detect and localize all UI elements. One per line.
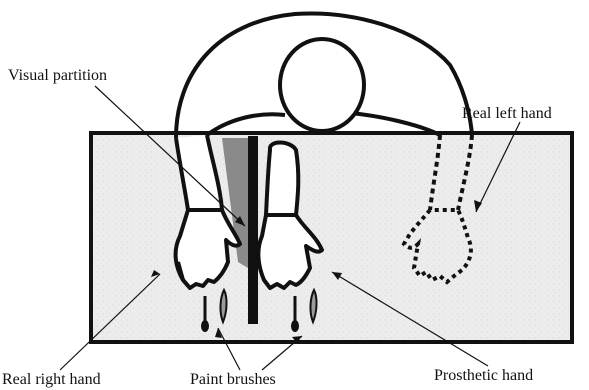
label-paint-brushes: Paint brushes [190,371,276,388]
prosthetic-arm [266,143,298,216]
label-real-left-hand: Real left hand [462,105,552,122]
paint-brush-left-2 [220,290,226,322]
label-visual-partition: Visual partition [8,67,107,84]
label-real-right-hand: Real right hand [2,371,101,388]
label-prosthetic-hand: Prosthetic hand [434,367,533,384]
person-head [280,39,364,131]
paint-brush-right-2 [310,290,316,322]
visual-partition [248,136,258,324]
